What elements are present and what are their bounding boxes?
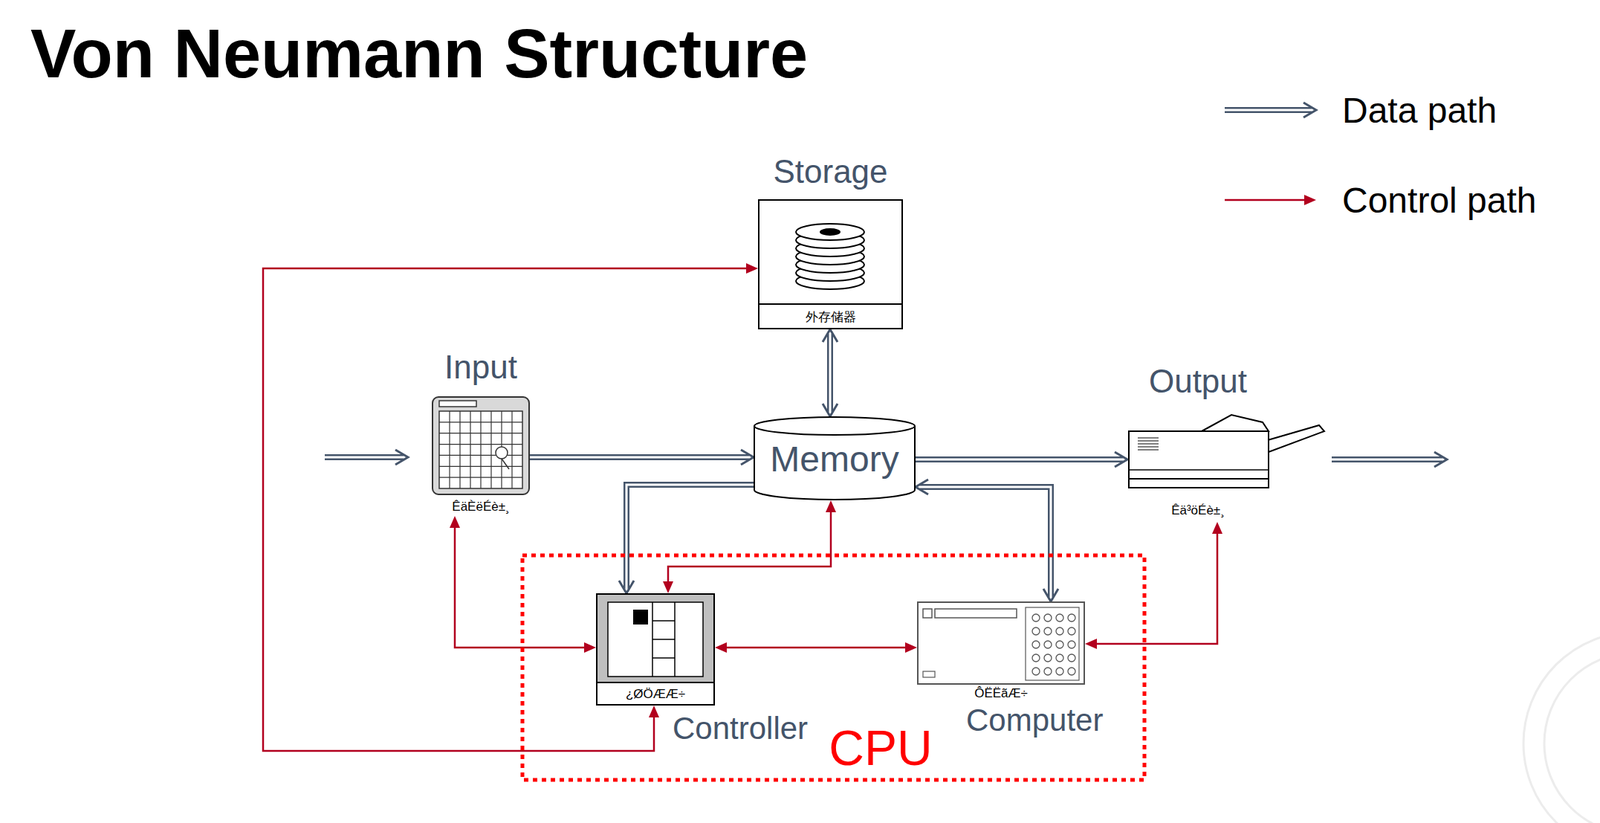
seal-ring	[1544, 652, 1600, 823]
control-path-connector	[714, 642, 918, 653]
data-line	[915, 458, 1123, 461]
control-line	[1224, 199, 1306, 202]
arrow-head	[915, 479, 929, 495]
data-line	[827, 333, 834, 412]
arrow-head	[746, 263, 759, 274]
data-line	[1224, 109, 1312, 112]
control-line	[668, 510, 831, 583]
arrow-head	[662, 581, 674, 594]
control-line	[1095, 532, 1218, 644]
outgoing-data-arrow	[1331, 451, 1447, 467]
arrow-head	[905, 642, 918, 653]
node-label: Memory	[769, 438, 899, 480]
heading-label: Controller	[672, 710, 808, 747]
arrow-head	[619, 580, 634, 594]
arrow-head	[648, 705, 660, 718]
legend-text: Control path	[1342, 179, 1537, 221]
seal-ring	[1523, 631, 1600, 823]
arrow-head	[1114, 451, 1128, 467]
controller-unit: ¿ØÖÆÆ÷Controller	[596, 593, 715, 706]
data-line	[529, 454, 750, 461]
printer-icon	[1127, 410, 1325, 495]
heading-label: Input	[444, 348, 518, 386]
slide-title: Von Neumann Structure	[30, 14, 808, 93]
control-line	[454, 526, 586, 648]
data-line	[1331, 456, 1443, 463]
arrow-head	[1043, 588, 1059, 602]
legend-sample	[1224, 102, 1317, 118]
caption-text: ÔËËãÆ÷	[974, 685, 1028, 701]
arrow-head	[449, 515, 461, 528]
data-line	[324, 456, 404, 459]
keyboard-icon	[431, 396, 530, 495]
control-path-connector	[1084, 521, 1223, 649]
watermark-seal	[1523, 631, 1600, 823]
output-device: OutputÊä³öÉè±¸	[1127, 410, 1325, 522]
arrow-head	[825, 500, 837, 513]
heading-label: Storage	[772, 153, 888, 191]
data-line	[529, 456, 750, 459]
control-line	[725, 646, 907, 649]
cpu-region: CPU¿ØÖÆÆ÷ControllerÔËËãÆ÷Computer	[520, 552, 1147, 782]
data-line	[920, 486, 1051, 597]
arrow-head	[1434, 451, 1447, 467]
legend-text: Data path	[1342, 89, 1497, 131]
data-line	[324, 454, 404, 461]
arrow-head	[1304, 194, 1317, 206]
legend-sample	[1224, 194, 1317, 206]
data-path-connector	[529, 449, 754, 465]
comp-icon	[917, 601, 1085, 685]
control-line	[263, 268, 748, 751]
arrow-head	[395, 449, 408, 465]
caption-text: ¿ØÖÆÆ÷	[625, 686, 686, 702]
caption-text: ÊäÈëÉè±¸	[451, 499, 510, 515]
caption-text: Êä³öÉè±¸	[1171, 503, 1225, 518]
data-line	[829, 333, 832, 412]
arrow-head	[822, 329, 838, 342]
data-path-connector	[915, 451, 1128, 467]
caption-text: 外存储器	[805, 308, 857, 326]
arrow-head	[714, 642, 727, 653]
control-path-connector	[662, 500, 837, 594]
input-device: InputÊäÈëÉè±¸	[431, 396, 530, 516]
arrow-head	[740, 449, 754, 465]
data-path-connector	[619, 484, 754, 594]
memory-cylinder: Memory	[753, 416, 916, 501]
heading-label: Output	[1148, 362, 1248, 400]
data-line	[626, 484, 754, 589]
node-label: CPU	[828, 719, 932, 776]
arrow-head	[1084, 638, 1097, 649]
arrow-head	[1303, 102, 1317, 118]
data-line	[626, 484, 754, 589]
arrow-head	[822, 403, 838, 417]
arrow-head	[1212, 521, 1223, 534]
data-path-connector	[915, 479, 1059, 602]
data-path-connector	[822, 329, 838, 417]
arrow-head	[584, 642, 597, 653]
data-line	[915, 456, 1123, 463]
storage-box: Storage外存储器	[758, 199, 903, 330]
data-line	[1224, 107, 1312, 113]
data-line	[1331, 458, 1443, 461]
control-path-connector	[263, 263, 759, 751]
incoming-data-arrow	[324, 449, 408, 465]
heading-label: Computer	[966, 702, 1103, 738]
computing-unit: ÔËËãÆ÷Computer	[917, 601, 1085, 703]
data-line	[920, 486, 1051, 597]
